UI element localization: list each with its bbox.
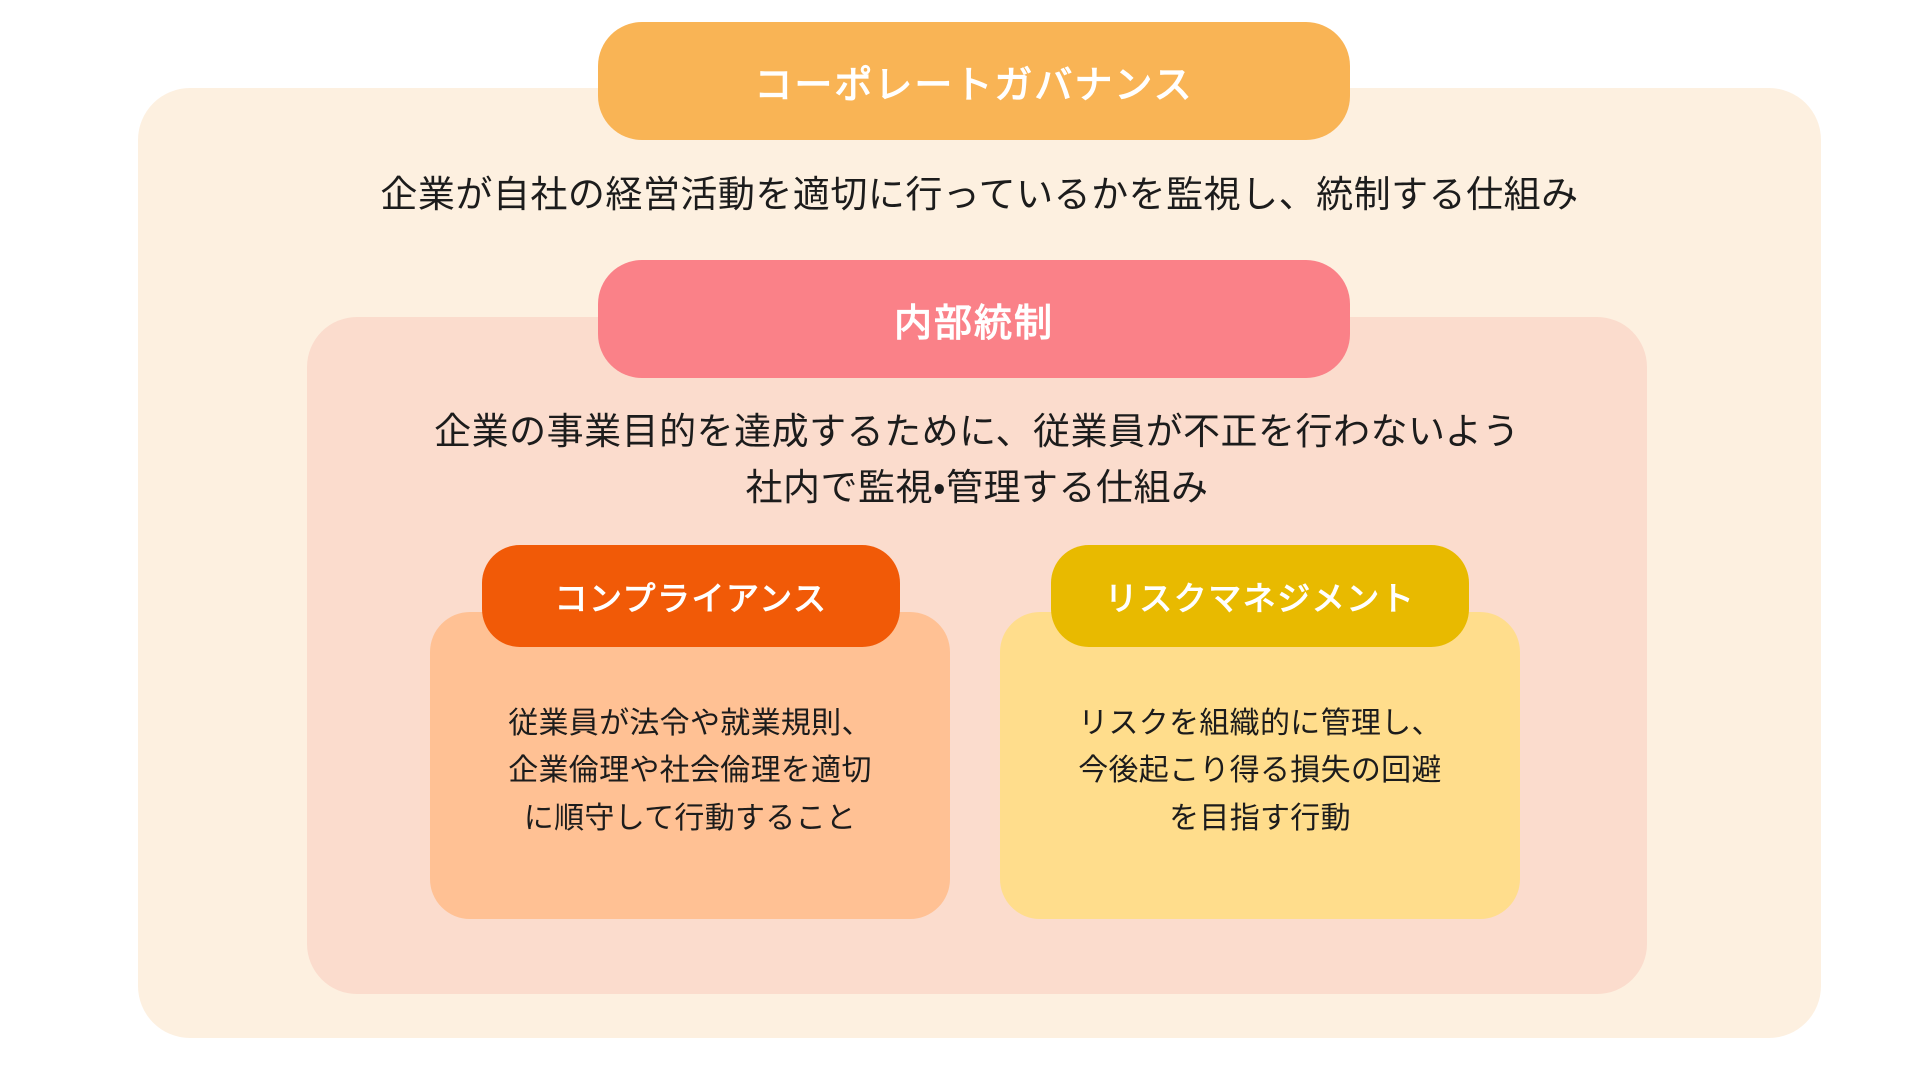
compliance-card	[430, 612, 950, 919]
corporate-governance-badge-label: コーポレートガバナンス	[754, 64, 1194, 107]
risk-management-description-line-3: を目指す行動	[1169, 801, 1351, 835]
compliance-description-line-3: に順守して行動すること	[523, 801, 857, 835]
compliance-description-line-1: 従業員が法令や就業規則、	[508, 707, 872, 740]
risk-management-description-line-2: 今後起こり得る損失の回避	[1078, 754, 1442, 788]
internal-control-description: 企業の事業目的を達成するために、従業員が不正を行わないよう 社内で監視・管理する…	[307, 404, 1647, 516]
corporate-governance-badge: コーポレートガバナンス	[598, 22, 1350, 140]
risk-management-card	[1000, 612, 1520, 919]
compliance-badge: コンプライアンス	[482, 545, 900, 647]
risk-management-description: リスクを組織的に管理し、 今後起こり得る損失の回避 を目指す行動	[1000, 700, 1520, 842]
compliance-badge-label: コンプライアンス	[554, 580, 828, 617]
compliance-description: 従業員が法令や就業規則、 企業倫理や社会倫理を適切 に順守して行動すること	[430, 700, 950, 842]
risk-management-badge: リスクマネジメント	[1051, 545, 1469, 647]
corporate-governance-description: 企業が自社の経営活動を適切に行っているかを監視し、統制する仕組み	[138, 168, 1821, 222]
risk-management-description-line-1: リスクを組織的に管理し、	[1078, 707, 1442, 740]
internal-control-badge: 内部統制	[598, 260, 1350, 378]
risk-management-badge-label: リスクマネジメント	[1104, 580, 1416, 617]
internal-control-badge-label: 内部統制	[893, 302, 1054, 345]
corporate-governance-description-line-1: 企業が自社の経営活動を適切に行っているかを監視し、統制する仕組み	[380, 174, 1579, 215]
internal-control-description-line-2: 社内で監視・管理する仕組み	[745, 467, 1209, 509]
internal-control-description-line-1: 企業の事業目的を達成するために、従業員が不正を行わないよう	[434, 411, 1520, 452]
compliance-description-line-2: 企業倫理や社会倫理を適切	[508, 754, 872, 788]
